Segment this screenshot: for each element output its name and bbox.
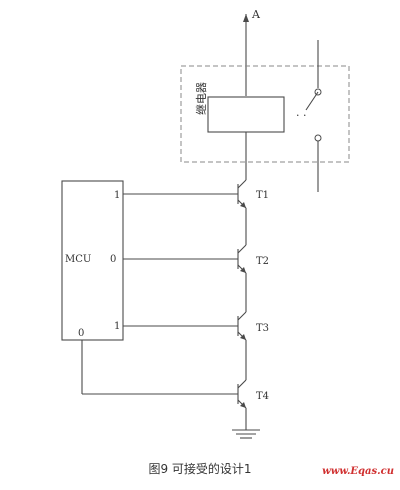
relay-switch <box>305 40 322 192</box>
mcu-box <box>61 180 124 341</box>
relay-enclosure <box>180 65 350 163</box>
relay-label: 继电器 <box>195 82 208 115</box>
transistor-t2 <box>123 244 247 274</box>
t3-label: T3 <box>256 323 269 334</box>
mcu-pin-1: 1 <box>114 190 120 201</box>
transistor-t4 <box>81 340 247 409</box>
mcu-pin-2: 0 <box>110 254 116 265</box>
mcu-pin-4: 0 <box>78 328 84 339</box>
watermark: www.Eqas.cu <box>322 466 394 477</box>
mcu-label: MCU <box>65 254 91 265</box>
t1-label: T1 <box>256 190 269 201</box>
t2-label: T2 <box>256 256 269 267</box>
figure-caption: 图9 可接受的设计1 <box>148 462 252 476</box>
supply-arrow <box>243 14 249 96</box>
t4-label: T4 <box>256 391 269 402</box>
relay-coil <box>207 96 285 133</box>
transistor-t1 <box>123 179 247 209</box>
ground-symbol <box>232 408 260 439</box>
supply-label: A <box>251 8 261 21</box>
relay-dots: · · <box>296 109 307 122</box>
transistor-t3 <box>123 311 247 341</box>
mcu-pin-3: 1 <box>114 321 120 332</box>
